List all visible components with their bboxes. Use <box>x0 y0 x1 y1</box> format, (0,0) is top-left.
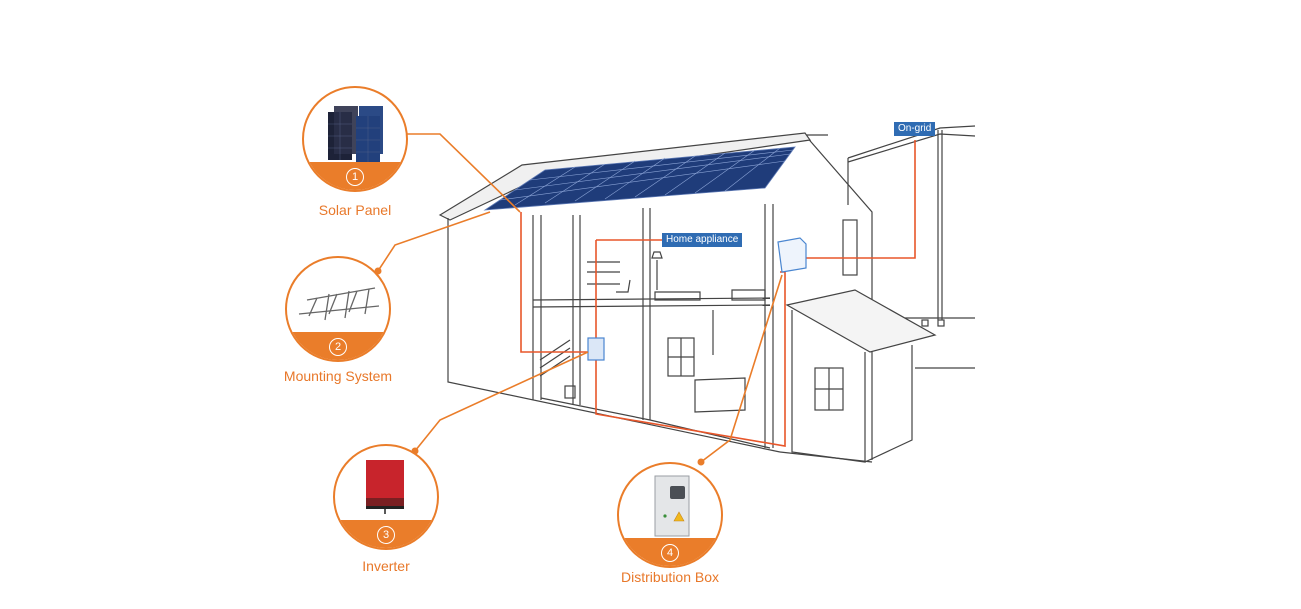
roof-solar-array <box>483 146 796 211</box>
component-number: 3 <box>377 525 395 544</box>
house-gable-wall <box>804 134 873 460</box>
wall-inverter <box>587 337 605 361</box>
solar-panel-circle: 1 <box>302 86 408 192</box>
main-roof <box>438 132 812 221</box>
home-appliance-tag: Home appliance <box>662 233 743 247</box>
grid-wire <box>847 125 976 159</box>
distribution-box-icon <box>654 475 690 537</box>
mounting-system-circle: 2 <box>285 256 391 362</box>
component-number: 1 <box>346 167 364 186</box>
house-left-wall <box>447 218 781 453</box>
annex-roof <box>785 289 937 353</box>
mounting-rack-icon <box>298 287 380 321</box>
gable-window <box>842 219 858 276</box>
mounting-system-label: Mounting System <box>283 368 393 384</box>
wire-panel-to-inverter <box>520 212 588 353</box>
annex-wall <box>791 310 866 463</box>
distribution-box-label: Distribution Box <box>620 569 720 585</box>
on-grid-tag: On-grid <box>894 122 936 136</box>
inverter-icon <box>366 460 404 514</box>
component-number: 2 <box>329 337 347 356</box>
solar-panel-icon <box>328 106 383 162</box>
solar-panel-label: Solar Panel <box>318 202 392 218</box>
wall-distribution-box <box>777 237 807 273</box>
distribution-box-circle: 4 <box>617 462 723 568</box>
wire-distribution-to-grid <box>806 140 916 259</box>
power-wiring <box>520 140 916 447</box>
inverter-circle: 3 <box>333 444 439 550</box>
callout-leaders <box>377 133 783 463</box>
inverter-label: Inverter <box>362 558 410 574</box>
component-number: 4 <box>661 543 679 562</box>
